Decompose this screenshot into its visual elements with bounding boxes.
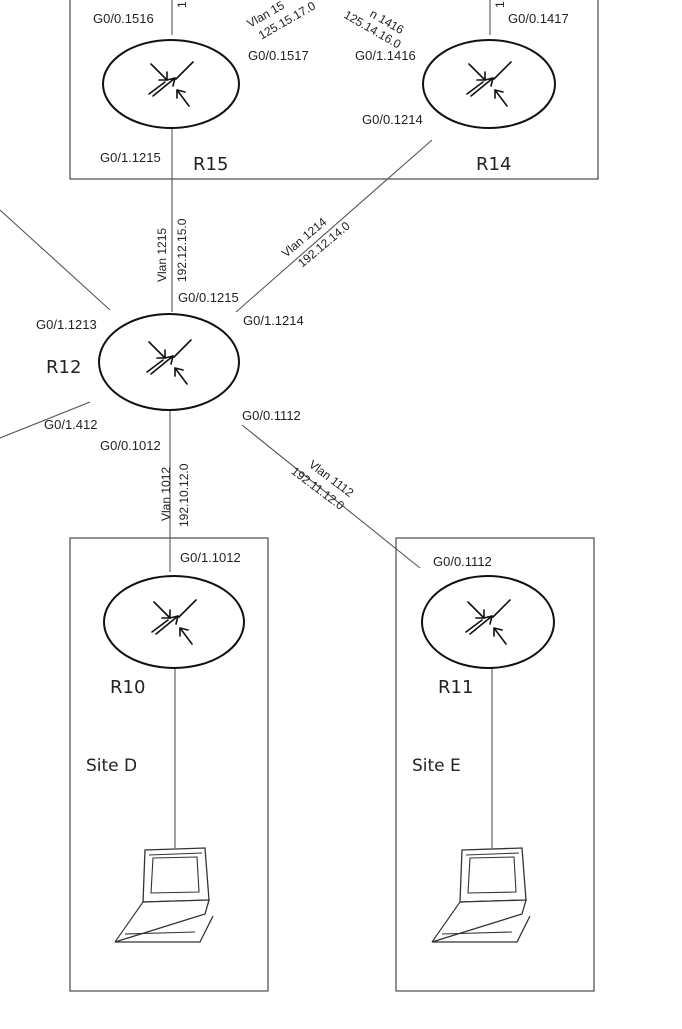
router-label-r10: R10 — [110, 677, 145, 698]
link-r14-r12 — [235, 139, 433, 313]
router-label-r12: R12 — [46, 357, 81, 378]
interface-label: G0/1.1214 — [243, 313, 304, 328]
interface-label: G0/0.1112 — [242, 408, 301, 423]
site-label-e: Site E — [412, 756, 461, 776]
interface-label: G0/1.1416 — [355, 48, 416, 63]
interface-label: G0/0.1516 — [93, 11, 154, 26]
laptop-icon-site-e[interactable] — [431, 847, 531, 943]
vlan-label-1416: n 1416 125.14.16.0 — [342, 6, 407, 51]
vlan-label-1012: Vlan 1012 192.10.12.0 — [159, 463, 191, 527]
vlan-name: Vlan 1215 — [155, 228, 169, 282]
vlan-label-1214: Vlan 1214 192.12.14.0 — [279, 215, 353, 271]
link-r12-left-upper — [0, 209, 111, 311]
router-label-r14: R14 — [476, 154, 511, 175]
site-e-box — [395, 537, 595, 992]
site-d-box — [69, 537, 269, 992]
interface-label: G0/0.1215 — [178, 290, 239, 305]
interface-label: G0/0.1112 — [433, 554, 492, 569]
interface-label: G0/0.1517 — [248, 48, 309, 63]
vlan-label-1215: Vlan 1215 192.12.15.0 — [155, 218, 189, 282]
interface-label: G0/0.1012 — [100, 438, 161, 453]
interface-label: G0/1.412 — [44, 417, 98, 432]
vlan-label-1517: Vlan 15 125.15.17.0 — [245, 0, 319, 42]
router-r11[interactable] — [421, 575, 555, 669]
interface-label: G0/0.1214 — [362, 112, 423, 127]
router-r12[interactable] — [98, 313, 240, 411]
vlan-label-1112: Vlan 1112 192.11.12.0 — [289, 457, 357, 513]
vlan-subnet: 192.10.12.0 — [177, 463, 191, 527]
vlan-subnet: 192.12.15.0 — [175, 218, 189, 282]
interface-label: G0/1.1213 — [36, 317, 97, 332]
laptop-icon-site-d[interactable] — [114, 847, 214, 943]
vlan-name: Vlan 1012 — [159, 467, 173, 521]
link-label-edge: 1 — [493, 1, 507, 8]
link-r12-r11 — [241, 424, 421, 569]
interface-label: G0/1.1215 — [100, 150, 161, 165]
router-r15[interactable] — [102, 39, 240, 129]
router-label-r11: R11 — [438, 677, 473, 698]
router-r10[interactable] — [103, 575, 245, 669]
router-r14[interactable] — [422, 39, 556, 129]
router-label-r15: R15 — [193, 154, 228, 175]
link-label-edge: 1 — [175, 1, 189, 8]
top-site-box — [69, 0, 599, 180]
interface-label: G0/0.1417 — [508, 11, 569, 26]
link-r12-left-lower — [0, 401, 91, 439]
site-label-d: Site D — [86, 756, 137, 776]
interface-label: G0/1.1012 — [180, 550, 241, 565]
